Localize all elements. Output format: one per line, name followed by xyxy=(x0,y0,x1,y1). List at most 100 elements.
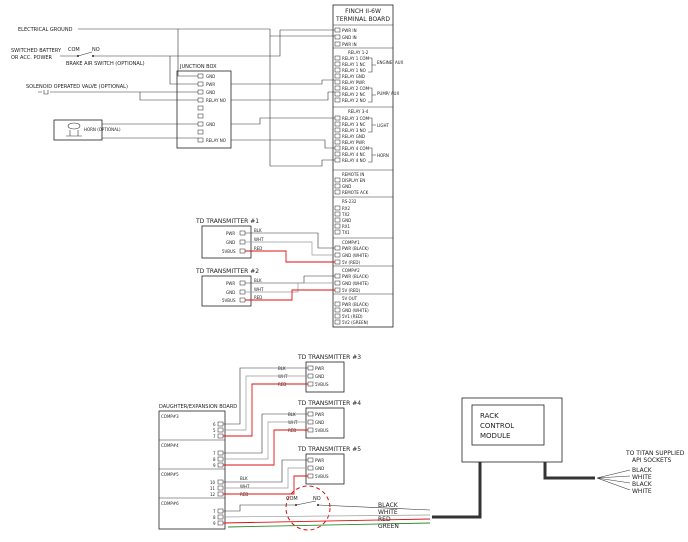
relay34-1: RELAY 3 COM xyxy=(342,116,370,121)
g3-pin-2: 11 xyxy=(210,486,216,491)
finch-comp1: COMP#1 PWR (BLACK) GND (WHITE) 5V (RED) xyxy=(334,240,369,265)
tx4-pin-2: GND xyxy=(315,420,324,425)
tx3-wire-1: BLK xyxy=(278,366,286,371)
comp2-3: 5V (RED) xyxy=(342,288,361,293)
out-wire-4: GREEN xyxy=(378,523,399,530)
g2-pin-1: 7 xyxy=(213,451,216,456)
titan-wire-3: BLACK xyxy=(632,481,653,488)
remote-3: REMOTE ACK xyxy=(342,190,369,195)
daughter-group-1: COMP#3 xyxy=(161,414,179,419)
rs-title: RS-232 xyxy=(342,199,357,204)
tx2-title: TD TRANSMITTER #2 xyxy=(195,268,259,275)
tx2-wire-1: BLK xyxy=(254,278,262,283)
g1-pin-3: 7 xyxy=(213,434,216,439)
relay12-5: RELAY PWR xyxy=(342,80,365,85)
finch-remote-in: REMOTE IN DISPLAY EN GND REMOTE ACK xyxy=(334,172,369,195)
titan-wire-2: WHITE xyxy=(632,474,652,481)
junction-box: JUNCTION BOX GND PWR GND RELAY NO GND RE… xyxy=(176,64,232,149)
relay-no-label: NO xyxy=(313,496,321,502)
finch-relay-3-4: RELAY 3-4 RELAY 3 COM RELAY 3 NC RELAY 3… xyxy=(334,109,390,163)
finch-5v-out: 5V OUT PWR (BLACK) GND (WHITE) 5V1 (RED)… xyxy=(334,296,369,325)
switch-com-label: COM xyxy=(68,47,80,53)
rack-cable-right xyxy=(543,462,595,480)
jb-pin-2: PWR xyxy=(206,82,215,87)
out-1: PWR (BLACK) xyxy=(342,302,369,307)
finch-title-2: TERMINAL BOARD xyxy=(335,16,390,23)
comp1-title: COMP#1 xyxy=(342,240,360,245)
g2-pin-3: 9 xyxy=(213,463,216,468)
daughter-title: DAUGHTER/EXPANSION BOARD xyxy=(159,404,237,410)
comp2-title: COMP#2 xyxy=(342,268,360,273)
out-wire-1: BLACK xyxy=(378,502,399,509)
relay12-6: RELAY 2 COM xyxy=(342,86,370,91)
transmitter-4: TD TRANSMITTER #4 PWR GND 5VBUS BLK WHT … xyxy=(288,400,361,439)
horn-label: HORN xyxy=(377,153,389,158)
light-label: LIGHT xyxy=(377,123,390,128)
transmitter-2: TD TRANSMITTER #2 PWR GND 5VBUS BLK WHT … xyxy=(195,268,264,307)
relay34-3: RELAY 3 NO xyxy=(342,128,366,133)
finch-relay-1-2: RELAY 1-2 RELAY 1 COM RELAY 1 NC RELAY 1… xyxy=(334,50,404,103)
rs-3: GND xyxy=(342,218,351,223)
transmitter-1: TD TRANSMITTER #1 PWR GND 5VBUS BLK WHT … xyxy=(195,218,264,259)
horn-input-label: HORN (OPTIONAL) xyxy=(84,127,121,132)
g3-pin-1: 10 xyxy=(210,480,216,485)
out-wire-2: WHITE xyxy=(378,509,398,516)
tx2-pin-3: 5VBUS xyxy=(222,298,236,303)
finch-power-1: PWR IN xyxy=(342,28,357,33)
tx4-pin-3: 5VBUS xyxy=(315,428,329,433)
solenoid-label: SOLENOID OPERATED VALVE (OPTIONAL) xyxy=(26,84,128,90)
tx5-title: TD TRANSMITTER #5 xyxy=(297,446,361,453)
tx4-wire-3: RED xyxy=(288,428,296,433)
rs-1: RX2 xyxy=(342,206,351,211)
switch-contact-com xyxy=(77,55,79,57)
g3-pin-3: 12 xyxy=(210,492,216,497)
finch-power-3: PWR IN xyxy=(342,42,357,47)
rack-control-module: RACK CONTROL MODULE xyxy=(461,397,563,463)
engine-label: ENGINE/ AUX xyxy=(377,60,404,65)
out-title: 5V OUT xyxy=(342,296,358,301)
horn-symbol: HORN (OPTIONAL) xyxy=(53,119,121,141)
tx1-wire-3: RED xyxy=(254,246,262,251)
finch-comp2: COMP#2 PWR (BLACK) GND (WHITE) 5V (RED) xyxy=(334,268,369,293)
battery-label-1: SWITCHED BATTERY xyxy=(11,48,62,54)
rs-4: RX1 xyxy=(342,224,351,229)
jb-pin-9: RELAY NO xyxy=(206,138,226,143)
relay12-8: RELAY 2 NO xyxy=(342,98,366,103)
finch-terminal-board: FINCH II-6W TERMINAL BOARD PWR IN GND IN… xyxy=(332,4,404,328)
left-inputs: ELECTRICAL GROUND SWITCHED BATTERY OR AC… xyxy=(11,27,335,167)
rack-cable-left xyxy=(432,462,482,519)
tx1-title: TD TRANSMITTER #1 xyxy=(195,218,259,225)
g1-pin-1: 6 xyxy=(213,422,216,427)
g4-pin-1: 7 xyxy=(213,509,216,514)
jb-pin-4: RELAY NO xyxy=(206,98,226,103)
finch-title-1: FINCH II-6W xyxy=(345,8,381,15)
comp1-2: GND (WHITE) xyxy=(342,253,369,258)
tx4-wire-1: BLK xyxy=(288,412,296,417)
rack-line-2: CONTROL xyxy=(480,422,514,430)
finch-relay34-title: RELAY 3-4 xyxy=(348,109,369,114)
titan-fanout: TO TITAN SUPPLIED API SOCKETS BLACK WHIT… xyxy=(596,450,685,495)
relay12-1: RELAY 1 COM xyxy=(342,56,370,61)
ground-label: ELECTRICAL GROUND xyxy=(18,27,73,33)
relay34-2: RELAY 3 NC xyxy=(342,122,366,127)
finch-power-2: GND IN xyxy=(342,35,357,40)
relay34-8: RELAY 4 NO xyxy=(342,158,366,163)
transmitter-3: TD TRANSMITTER #3 PWR GND 5VBUS BLK WHT … xyxy=(278,354,361,393)
daughter-group-2: COMP#4 xyxy=(161,443,179,448)
finch-power-terminals: PWR IN GND IN PWR IN xyxy=(334,27,357,47)
relay34-7: RELAY 4 NC xyxy=(342,152,366,157)
comp2-1: PWR (BLACK) xyxy=(342,274,369,279)
highlight-circle xyxy=(285,485,331,531)
tx2-pin-2: GND xyxy=(226,290,235,295)
switch-contact-no xyxy=(92,55,94,57)
relay-switch: COM NO xyxy=(285,485,331,531)
titan-wire-1: BLACK xyxy=(632,467,653,474)
out-wire-3: RED xyxy=(378,516,391,523)
remote-1: DISPLAY EN xyxy=(342,178,365,183)
tx2-pin-1: PWR xyxy=(226,281,235,286)
finch-rs232: RS-232 RX2 TX2 GND RX1 TX1 xyxy=(334,199,357,235)
tx1-wire-1: BLK xyxy=(254,228,262,233)
out-4: 5V2 (GREEN) xyxy=(342,320,369,325)
tx2-wire-2: WHT xyxy=(254,287,264,292)
